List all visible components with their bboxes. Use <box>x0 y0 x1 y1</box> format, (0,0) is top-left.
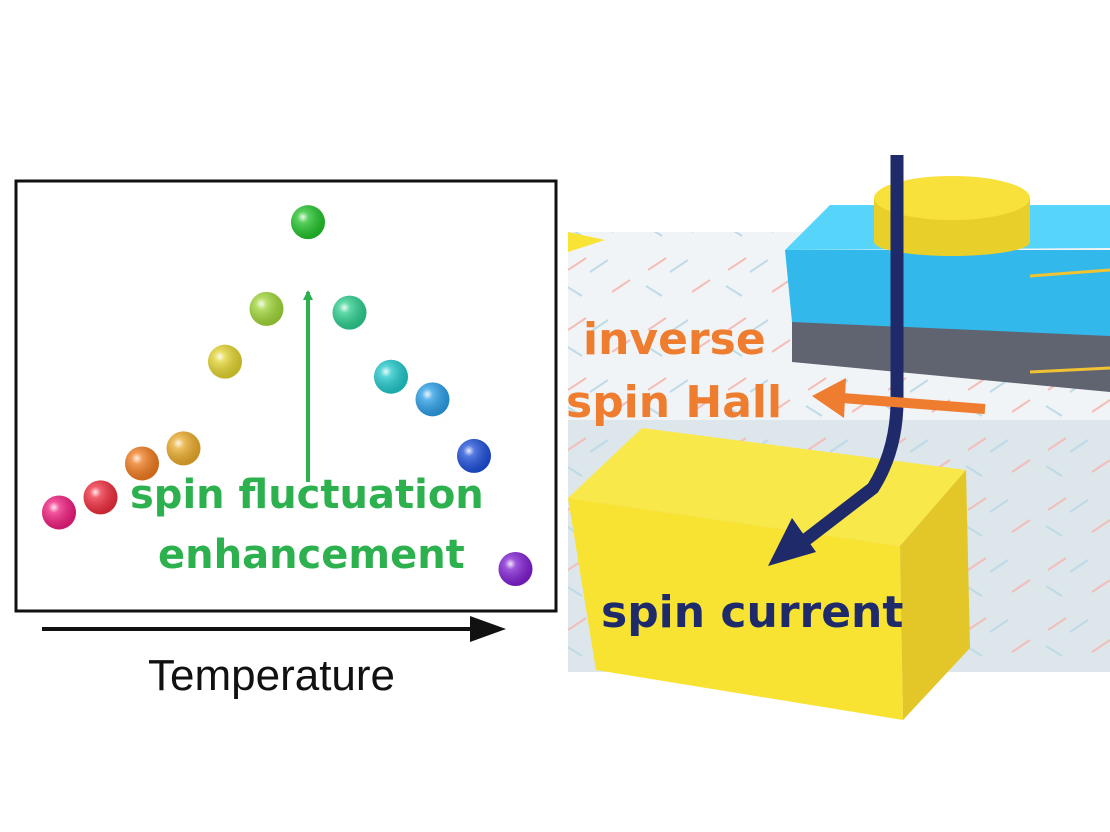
data-point-highlight <box>291 205 325 240</box>
yellow-block-top <box>568 428 966 546</box>
stack-blue-front <box>785 250 1110 336</box>
data-point-highlight <box>83 480 118 515</box>
cylinder-top <box>874 176 1030 220</box>
temperature-axis-arrowhead <box>470 616 506 642</box>
data-point-highlight <box>332 295 367 330</box>
data-point-highlight <box>125 446 159 481</box>
data-points <box>42 205 533 586</box>
isha-arrowhead <box>812 378 846 418</box>
temperature-axis-label: Temperature <box>148 651 395 700</box>
device-illustration: inverse spin Hall spin current <box>566 155 1110 720</box>
spin-current-label: spin current <box>601 587 903 638</box>
isha-label-line1: inverse <box>583 314 766 365</box>
isha-arrow-shaft <box>841 393 986 414</box>
data-point-highlight <box>208 344 242 379</box>
data-point-highlight <box>457 438 491 473</box>
cylinder-bottom <box>874 228 1030 256</box>
lead-lower <box>1029 366 1110 374</box>
data-point-highlight <box>249 291 284 326</box>
annotation-line1: spin fluctuation <box>130 472 484 518</box>
data-point-highlight <box>42 495 76 530</box>
data-point-highlight <box>374 359 408 394</box>
lead-upper <box>1029 268 1110 278</box>
data-point-highlight <box>166 431 201 466</box>
annotation-line2: enhancement <box>158 532 465 578</box>
plot-panel: spin fluctuation enhancement Temperature <box>14 179 558 700</box>
stack-gray-layer <box>792 318 1110 392</box>
data-point-highlight <box>415 382 450 417</box>
isha-label-line2: spin Hall <box>566 377 782 428</box>
yellow-block-front <box>568 498 903 720</box>
spin-current-arrowhead <box>768 518 816 566</box>
plot-frame <box>14 179 558 613</box>
yellow-corner-wedge <box>568 232 605 252</box>
yellow-block-side <box>900 470 970 720</box>
data-point-highlight <box>498 552 533 586</box>
